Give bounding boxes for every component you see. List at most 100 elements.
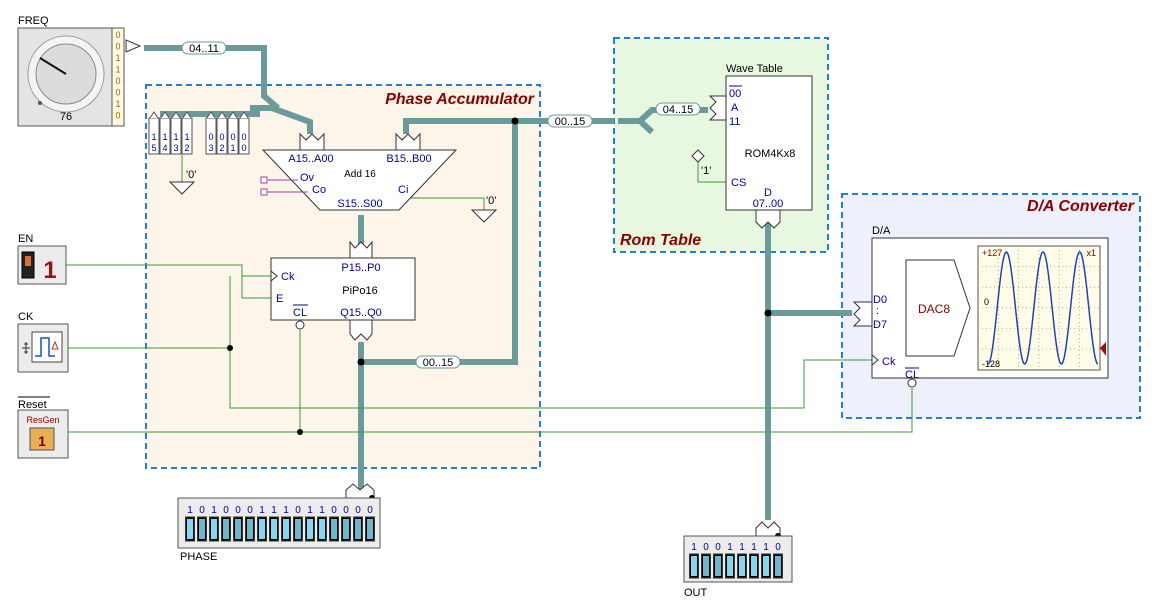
- adder-b-connector: [395, 132, 421, 151]
- upper-constant-bit-index: 4: [162, 143, 167, 153]
- resgen-value: 1: [38, 433, 46, 449]
- en-switch[interactable]: EN 1: [17, 233, 67, 285]
- en-label: EN: [18, 233, 33, 245]
- bit-digit: 0: [295, 505, 301, 516]
- bit-digit: 0: [235, 505, 241, 516]
- reset-label: Reset: [18, 399, 47, 411]
- register-q-connector: [349, 319, 373, 341]
- upper-constant-bit-value: 1: [151, 132, 156, 142]
- register-e-pin: E: [276, 293, 283, 305]
- bit-digit: 0: [703, 542, 709, 553]
- en-toggle-lever: [25, 256, 31, 266]
- freq-bit: 0: [115, 30, 120, 40]
- rom-table-title: Rom Table: [620, 232, 701, 249]
- signal-wires: [66, 155, 913, 433]
- ck-label: CK: [18, 311, 34, 323]
- resgen-button[interactable]: [29, 427, 55, 451]
- junction-dot: [764, 309, 772, 317]
- bit-lamp: [247, 519, 253, 539]
- dac-converter-shape: [905, 259, 971, 357]
- bit-digit: 1: [751, 542, 757, 553]
- register-cl-pin: CL: [293, 307, 307, 319]
- freq-label: FREQ: [18, 15, 49, 27]
- bit-digit: 0: [247, 505, 253, 516]
- reset-generator[interactable]: Reset ResGen 1: [17, 396, 69, 459]
- bit-lamp: [763, 556, 769, 576]
- lower-constant-bit-value: 0: [208, 132, 213, 142]
- bit-lamp: [187, 519, 193, 539]
- upper-constant-bit-tap: [149, 111, 159, 119]
- lower-constant-bit-value: 0: [230, 132, 235, 142]
- bus-label-bg: [415, 355, 461, 369]
- out-label: OUT: [684, 587, 708, 599]
- dac-name: DAC8: [918, 302, 950, 316]
- adder-co-pin: Co: [312, 184, 326, 196]
- bus-lines: [144, 45, 852, 520]
- bit-lamp: [727, 556, 733, 576]
- dac-colon: :: [876, 305, 879, 317]
- rom-a-mid: A: [731, 102, 739, 114]
- freq-bus-label: 04..11: [189, 43, 219, 55]
- co-output-pin: [260, 188, 268, 196]
- bit-lamp: [307, 519, 313, 539]
- lower-constant-bit-index: 1: [230, 143, 235, 153]
- dac-title: D/A: [872, 225, 891, 237]
- junction-dot: [357, 358, 365, 366]
- bit-lamp: [343, 519, 349, 539]
- adder-ov-pin: Ov: [300, 172, 315, 184]
- freq-bit: 0: [115, 111, 120, 121]
- freq-bit: 1: [115, 65, 120, 75]
- bit-digit: 1: [727, 542, 733, 553]
- junction-dot: [511, 117, 519, 125]
- bit-lamp: [295, 519, 301, 539]
- bus-label-bg: [547, 114, 593, 128]
- lower-constant-bit-tap: [239, 111, 249, 119]
- lower-constant-bit-tap: [228, 111, 238, 119]
- bit-digit: 1: [307, 505, 313, 516]
- bit-lamp: [355, 519, 361, 539]
- rom-cs-pin: CS: [731, 177, 746, 189]
- rom-bus-label-1: 00..15: [555, 116, 586, 128]
- rom-data-connector: [755, 209, 781, 229]
- adder-block[interactable]: A15..A00 B15..B00 Add 16 Ov Co Ci S15..S…: [260, 132, 458, 211]
- ground-symbol: [168, 181, 196, 195]
- scope-top-label: +127: [982, 248, 1002, 258]
- adder-name: Add 16: [344, 169, 376, 180]
- ck-source[interactable]: CK: [17, 311, 69, 373]
- bit-lamp: [331, 519, 337, 539]
- da-converter-title: D/A Converter: [1027, 198, 1135, 215]
- bit-digit: 1: [283, 505, 289, 516]
- rom-a-top: 00: [729, 88, 741, 100]
- rom-a-bot: 11: [729, 116, 740, 128]
- adder-ci-pin: Ci: [398, 184, 408, 196]
- register-body: [270, 257, 416, 321]
- register-block[interactable]: P15..P0 PiPo16 Q15..Q0 Ck E CL: [270, 240, 416, 341]
- dac-block[interactable]: D/A D0 : D7 Ck CL DAC8 +127 0 -128 x1: [852, 225, 1109, 388]
- bit-digit: 0: [343, 505, 349, 516]
- rom-block[interactable]: Wave Table 00 A 11 ROM4Kx8 CS D 07..00 '…: [691, 63, 813, 229]
- scope-x-label: x1: [1086, 248, 1096, 258]
- register-ck-pin: Ck: [281, 271, 295, 283]
- bus-label-bg: [181, 41, 227, 55]
- bit-lamp: [319, 519, 325, 539]
- bit-lamp: [775, 556, 781, 576]
- bit-lamp: [199, 519, 205, 539]
- bit-digit: 1: [691, 542, 697, 553]
- upper-constant-bit-value: 1: [162, 132, 167, 142]
- register-clear-bubble: [295, 320, 305, 330]
- bit-digit: 1: [259, 505, 265, 516]
- ov-output-pin: [260, 176, 268, 184]
- bit-digit: 1: [739, 542, 745, 553]
- bit-lamp: [703, 556, 709, 576]
- bit-digit: 0: [355, 505, 361, 516]
- bus-label-bg: [655, 102, 701, 116]
- bit-lamp: [691, 556, 697, 576]
- upper-constant-bit-tap: [182, 111, 192, 119]
- freq-bit: 0: [115, 88, 120, 98]
- lower-constant-bit-value: 0: [219, 132, 224, 142]
- phase-accumulator-title: Phase Accumulator: [385, 91, 535, 108]
